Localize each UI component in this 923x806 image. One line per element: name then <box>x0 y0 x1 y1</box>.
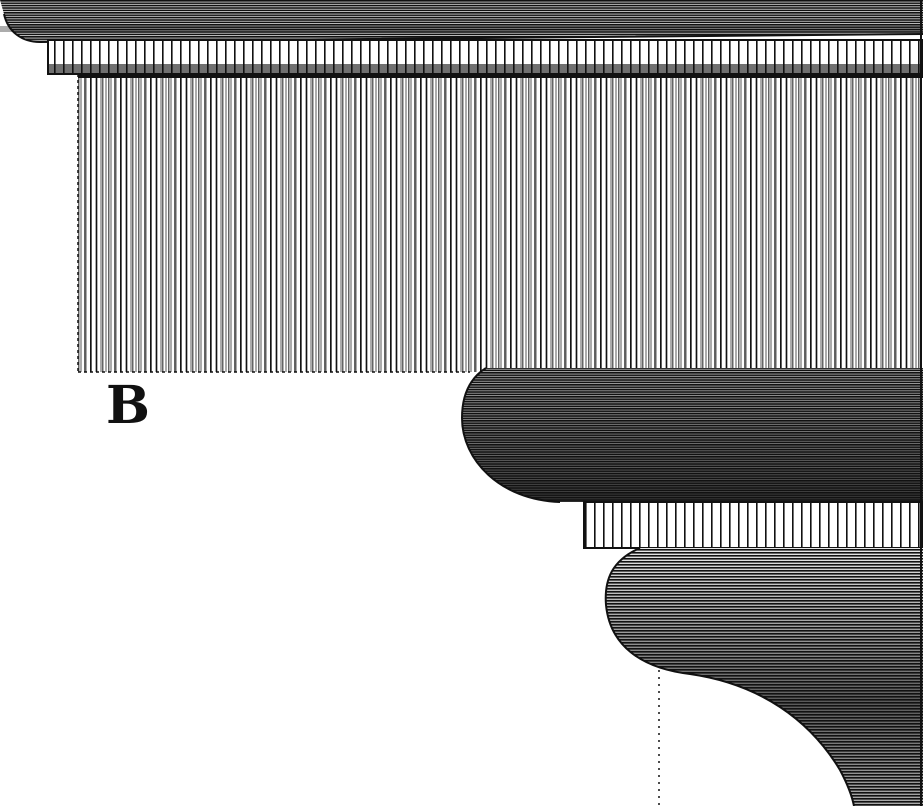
upper-ovolo-molding <box>460 367 923 503</box>
cyma-curve <box>604 547 855 806</box>
lower-ovolo-molding <box>605 548 923 806</box>
dentil-band <box>47 39 923 75</box>
fillet-band <box>583 501 923 549</box>
figure-label-b: B <box>106 375 150 436</box>
top-cavetto-molding <box>0 0 923 44</box>
corona-fascia <box>77 74 923 373</box>
